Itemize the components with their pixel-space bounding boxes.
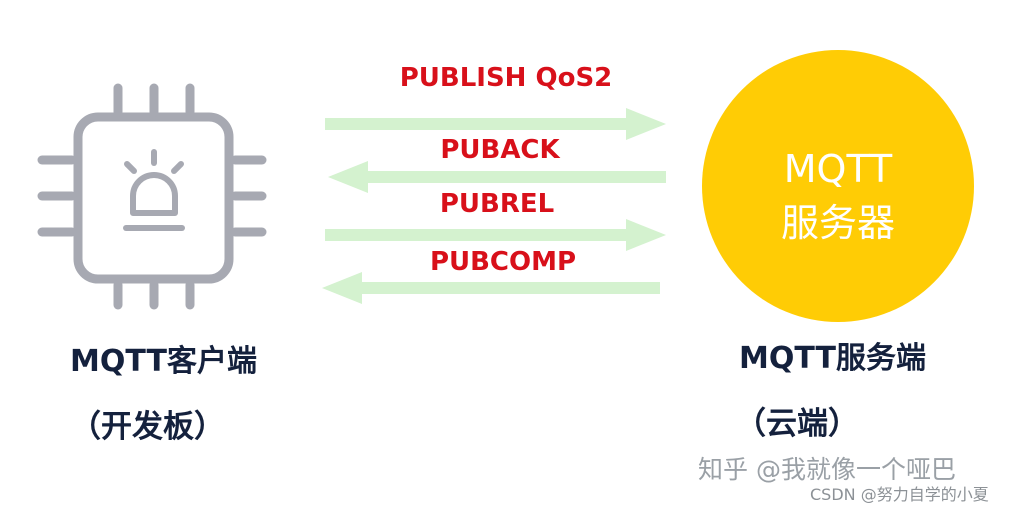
arrow-publish (325, 108, 666, 140)
server-note: （云端） (735, 406, 859, 442)
arrow-pubcomp (322, 272, 660, 304)
arrow-pubrel (325, 219, 666, 251)
client-name: MQTT客户端 (70, 344, 257, 379)
server-circle (702, 50, 974, 322)
message-pubcomp-label: PUBCOMP (429, 247, 577, 277)
server-circle-text: MQTT 服务器 (700, 142, 976, 250)
message-pubrel-label: PUBREL (439, 189, 555, 219)
server-name: MQTT服务端 (739, 341, 926, 376)
alarm-light-icon (123, 149, 185, 231)
client-note: （开发板） (70, 409, 225, 445)
server-circle-line2: 服务器 (780, 201, 895, 245)
message-publish-label: PUBLISH QoS2 (399, 63, 613, 93)
message-puback-label: PUBACK (440, 135, 560, 165)
arrow-puback (328, 161, 666, 193)
chip-icon (37, 83, 267, 310)
csdn-watermark: CSDN @努力自学的小夏 (810, 485, 989, 504)
server-circle-line1: MQTT (783, 147, 893, 191)
zhihu-watermark: 知乎 @我就像一个哑巴 (698, 455, 956, 484)
